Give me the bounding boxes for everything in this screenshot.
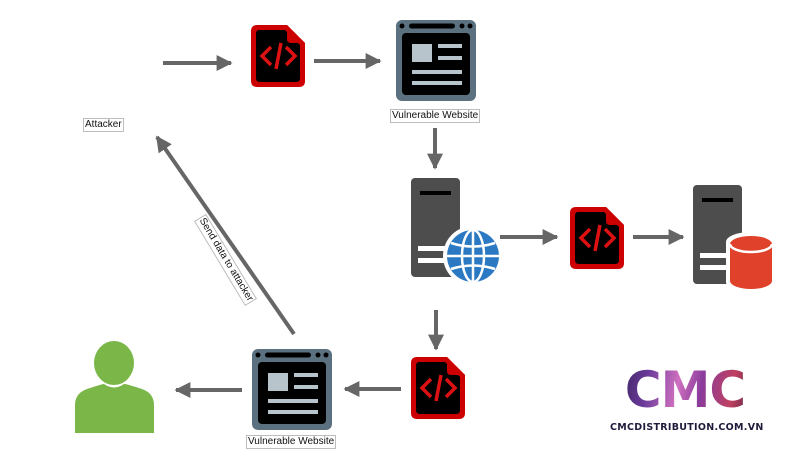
logo-letters: CMC [610, 364, 760, 416]
code-file-icon [249, 23, 307, 89]
logo-tagline: CMCDISTRIBUTION.COM.VN [610, 422, 764, 433]
cmc-logo: CMC CMCDISTRIBUTION.COM.VN [610, 364, 765, 436]
vulnerable-website-label: Vulnerable Website [246, 435, 337, 449]
web-server-globe-icon [411, 178, 503, 286]
code-file-icon [409, 355, 467, 421]
browser-window-icon [252, 349, 332, 430]
attacker-label: Attacker [83, 118, 124, 132]
arrow-send-data-to-attacker [155, 135, 296, 336]
browser-window-icon [396, 20, 476, 101]
vulnerable-website-label: Vulnerable Website [390, 109, 481, 123]
code-file-icon [568, 205, 626, 271]
database-server-icon [693, 185, 776, 292]
user-icon [75, 341, 154, 433]
